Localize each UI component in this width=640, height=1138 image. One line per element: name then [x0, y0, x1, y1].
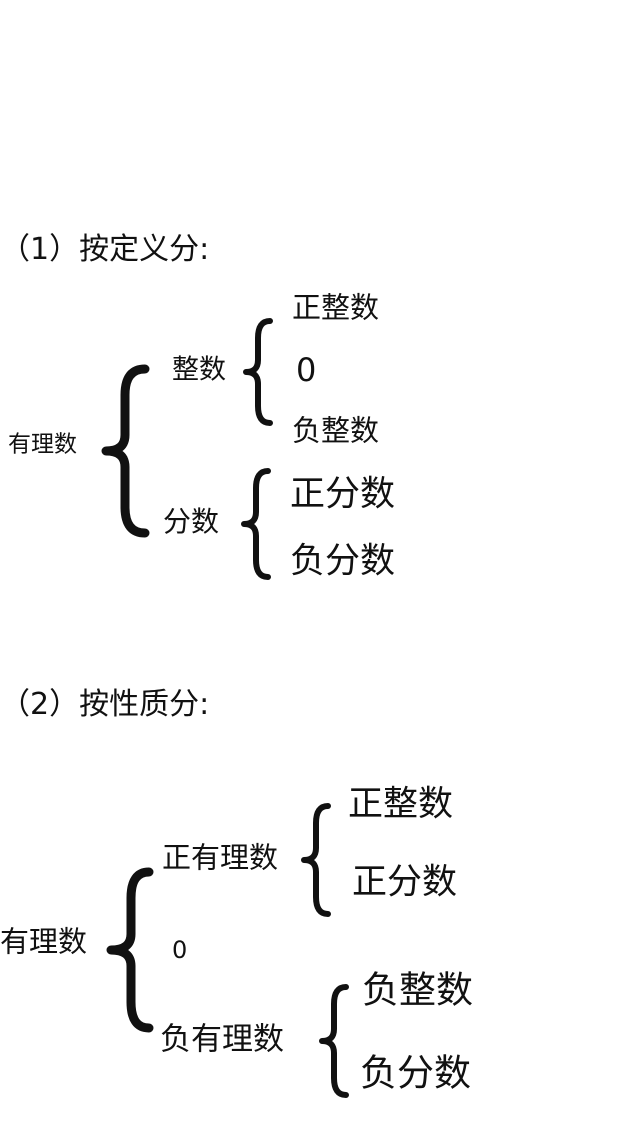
section2-root-label: 有理数: [0, 924, 88, 959]
section2-root-brace: [106, 867, 154, 1033]
positive-fraction-label: 正分数: [290, 474, 396, 515]
zero-label: 0: [296, 351, 317, 389]
negative-integer-label-2: 负整数: [362, 968, 473, 1012]
integer-brace: [243, 318, 273, 426]
section2-heading: （2）按性质分:: [0, 687, 210, 722]
zero-label-2: 0: [172, 936, 188, 964]
positive-integer-label-2: 正整数: [348, 784, 454, 825]
fraction-brace: [241, 468, 271, 580]
section1-root-label: 有理数: [8, 431, 77, 458]
section1-root-brace: [101, 364, 150, 538]
positive-integer-label: 正整数: [292, 290, 380, 325]
section1-heading: （1）按定义分:: [0, 232, 210, 267]
fraction-label: 分数: [163, 505, 220, 538]
negative-rational-brace: [319, 984, 349, 1098]
positive-rational-brace: [301, 803, 331, 917]
negative-rational-label: 负有理数: [160, 1021, 284, 1058]
positive-rational-label: 正有理数: [162, 840, 279, 875]
negative-fraction-label: 负分数: [290, 541, 396, 582]
negative-fraction-label-2: 负分数: [360, 1051, 471, 1095]
integer-label: 整数: [172, 354, 226, 386]
positive-fraction-label-2: 正分数: [352, 862, 458, 903]
negative-integer-label: 负整数: [292, 413, 380, 448]
